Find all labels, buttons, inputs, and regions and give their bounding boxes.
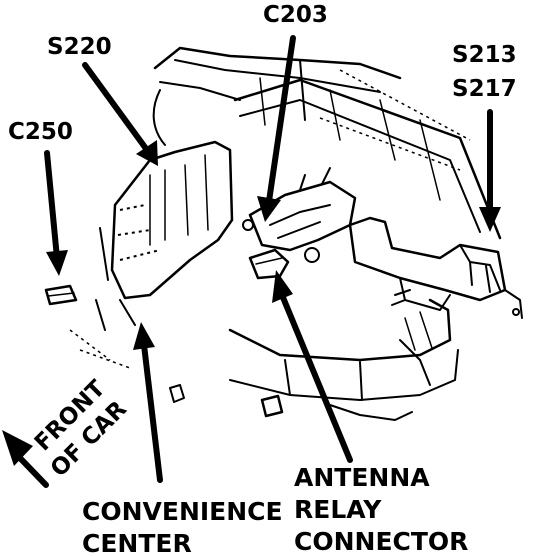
arrowhead-c250 bbox=[46, 250, 68, 276]
arrowhead-convenience-center bbox=[133, 322, 155, 350]
arrowhead-antenna-relay bbox=[272, 270, 293, 303]
arrowhead-s213-s217 bbox=[479, 207, 501, 232]
label-c250: C250 bbox=[8, 119, 73, 145]
label-convenience-center-line1: CONVENIENCE bbox=[82, 497, 283, 526]
arrowhead-c203 bbox=[257, 196, 281, 222]
arrowhead-s220 bbox=[136, 140, 158, 166]
arrow-front-of-car bbox=[17, 455, 49, 488]
arrow-antenna-relay bbox=[279, 292, 353, 463]
arrowhead-front-of-car bbox=[2, 430, 33, 466]
label-s220: S220 bbox=[47, 34, 112, 60]
arrow-convenience-center bbox=[141, 342, 163, 483]
label-c203: C203 bbox=[263, 2, 328, 28]
arrow-c203 bbox=[265, 35, 296, 211]
arrow-s220 bbox=[82, 62, 150, 153]
label-s213: S213 bbox=[452, 42, 517, 68]
label-antenna-relay-connector-line2: RELAY bbox=[294, 495, 382, 524]
callout-arrows bbox=[2, 35, 501, 488]
label-antenna-relay-connector-line3: CONNECTOR bbox=[294, 527, 468, 556]
vehicle-structure-drawing bbox=[44, 46, 523, 421]
label-antenna-relay-connector-line1: ANTENNA bbox=[294, 463, 430, 492]
label-s217: S217 bbox=[452, 76, 517, 102]
callout-labels: C203 S220 S213 S217 C250 FRONT OF CAR CO… bbox=[8, 2, 517, 556]
label-convenience-center-line2: CENTER bbox=[82, 529, 192, 556]
arrow-c250 bbox=[44, 150, 60, 261]
